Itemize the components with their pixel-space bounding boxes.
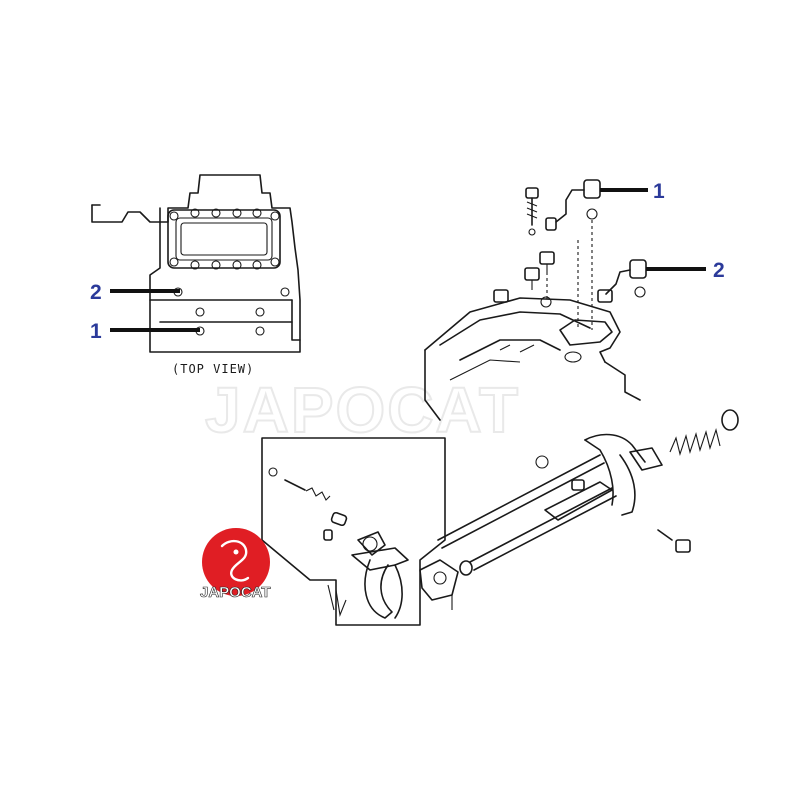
logo-text: JAPOCAT bbox=[200, 584, 271, 601]
shift-rails bbox=[419, 409, 739, 610]
callout-switch-2: 2 bbox=[646, 259, 725, 282]
callout-number: 1 bbox=[90, 320, 102, 343]
top-view-housing bbox=[91, 174, 301, 353]
watermark-text: JAPOCAT bbox=[205, 374, 520, 446]
callout-number: 1 bbox=[653, 180, 665, 203]
inset-detail bbox=[261, 437, 446, 626]
callout-switch-1: 1 bbox=[600, 180, 665, 203]
callout-top-view-1: 1 bbox=[90, 320, 200, 343]
switch-assembly bbox=[493, 179, 647, 330]
logo-circle bbox=[202, 528, 270, 596]
transmission-case-top bbox=[424, 297, 641, 421]
callout-top-view-2: 2 bbox=[90, 281, 180, 304]
callout-number: 2 bbox=[90, 281, 102, 304]
logo-mark-icon bbox=[220, 539, 250, 582]
callout-number: 2 bbox=[713, 259, 725, 282]
top-view-caption: (TOP VIEW) bbox=[172, 362, 254, 376]
switch-2 bbox=[629, 259, 647, 279]
japocat-logo: JAPOCAT bbox=[200, 528, 271, 601]
switch-1 bbox=[583, 179, 601, 199]
